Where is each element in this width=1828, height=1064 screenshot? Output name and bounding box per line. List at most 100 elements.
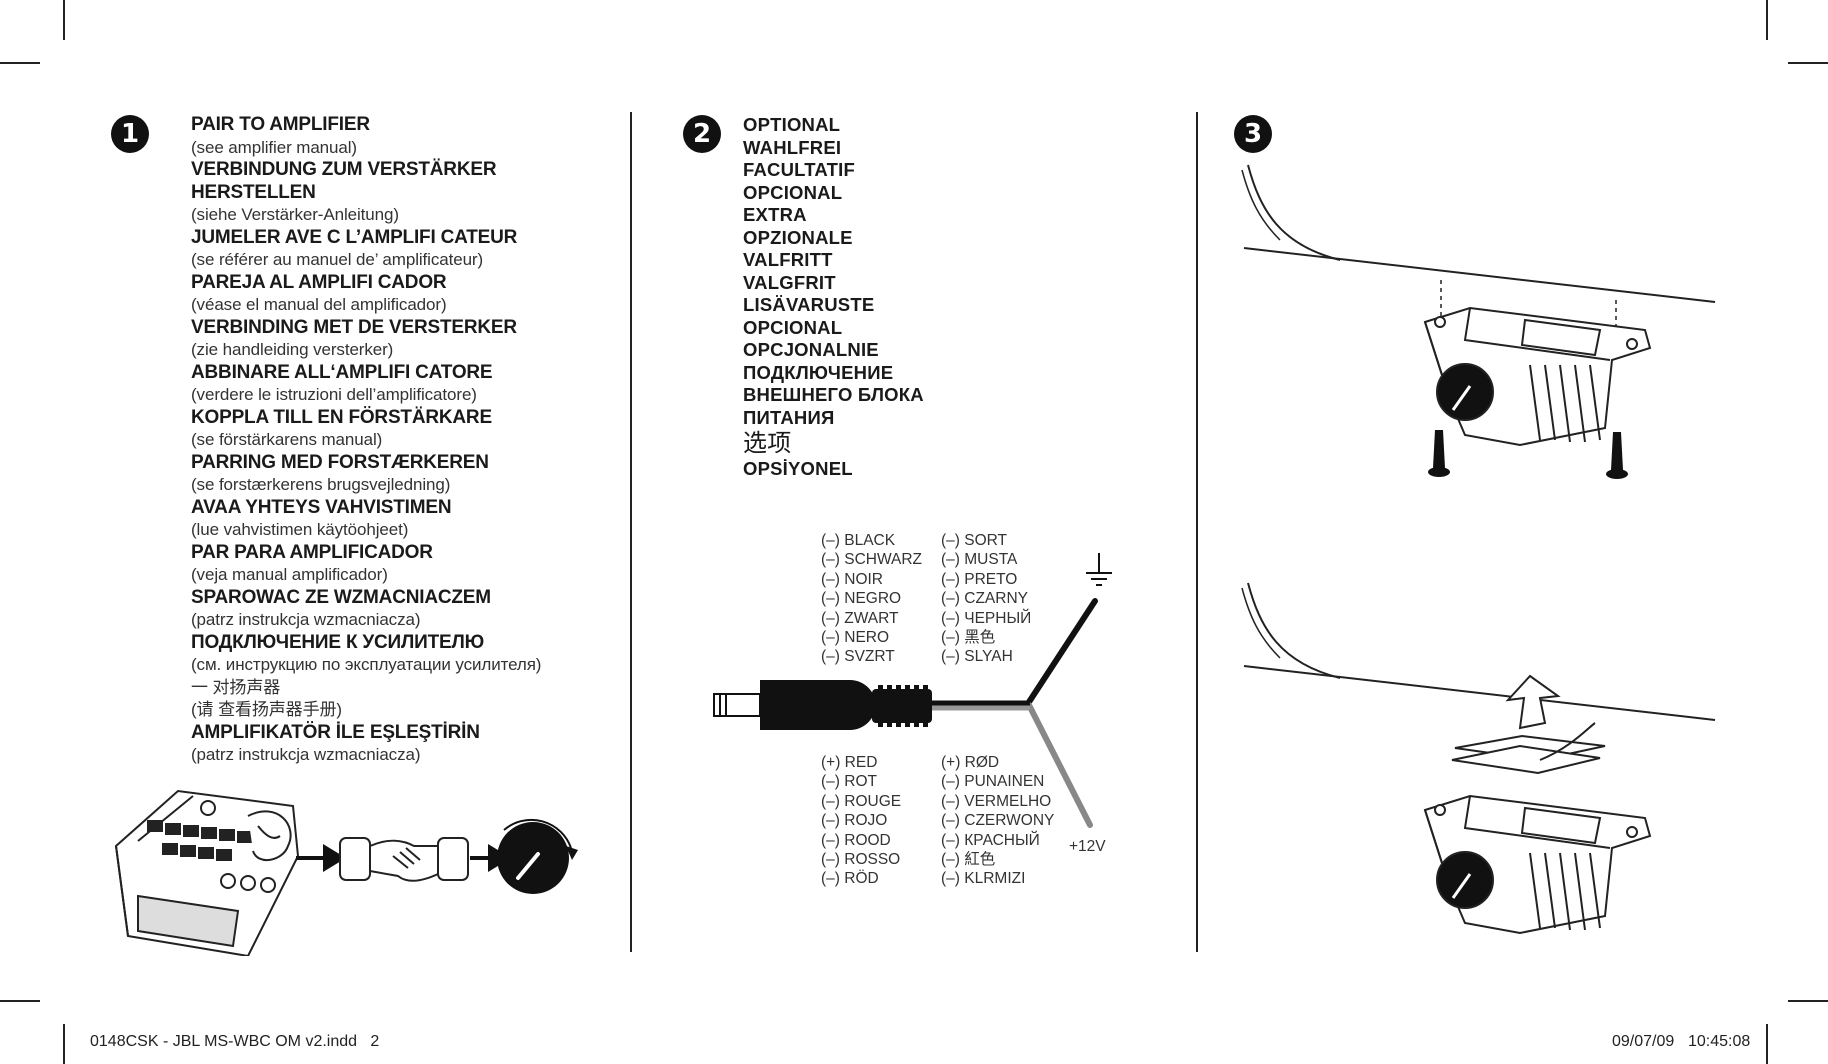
wire-color-label: (–) VERMELHO [941,792,1052,810]
ground-icon [1086,553,1112,586]
instruction-note: (se référer au manuel de’ amplificateur) [191,250,484,269]
wire-color-label: (+) RED [821,754,878,771]
instruction-note: (se förstärkarens manual) [191,430,383,449]
instruction-heading: PAR PARA AMPLIFICADOR [191,541,433,563]
wire-color-label: (–) ZWART [821,609,899,627]
step-1-badge: 1 [111,115,149,153]
instruction-note: (véase el manual del amplificador) [191,295,447,314]
instruction-heading: VERBINDING MET DE VERSTERKER [191,316,517,338]
instruction-note: (patrz instrukcja wzmacniacza) [191,610,421,629]
arrow-right-icon [296,844,346,872]
instruction-note: (zie handleiding versterker) [191,340,394,359]
instruction-heading: KOPPLA TILL EN FÖRSTÄRKARE [191,406,492,428]
wire-color-label: (–) CZARNY [941,590,1028,608]
optional-label: OPZIONALE [743,226,853,248]
wire-color-label: (–) SVZRT [821,648,895,666]
wire-color-label: (–) ROUGE [821,792,902,810]
wire-color-label: (–) NERO [821,629,890,647]
dc-plug [760,680,876,730]
wire-color-label: (–) SLYAH [941,648,1013,666]
wire-color-label: (–) ЧЕРНЫЙ [941,609,1032,627]
instruction-heading: HERSTELLEN [191,181,316,203]
instruction-note: (см. инструкцию по эксплуатации усилител… [191,655,542,674]
optional-label: EXTRA [743,204,807,225]
screw-icon [1428,430,1450,477]
instruction-note: (se forstærkerens brugsvejledning) [191,475,451,494]
optional-label: ПОДКЛЮЧЕНИЕ [743,361,894,383]
step-3-badge: 3 [1234,115,1272,153]
wire-color-label: (–) NEGRO [821,590,902,608]
wire-color-label: (–) ROT [821,773,877,791]
wire-color-label: (–) SCHWARZ [821,551,923,569]
wire-color-label: (–) RÖD [821,870,879,888]
instruction-note: (veja manual amplificador) [191,565,388,584]
instruction-note: (see amplifier manual) [191,137,357,157]
instruction-note: (lue vahvistimen käytöohjeet) [191,520,409,539]
instruction-note: (verdere le istruzioni dell’amplificator… [191,385,477,404]
optional-label: LISÄVARUSTE [743,294,875,315]
instruction-heading: PARRING MED FORSTÆRKEREN [191,451,489,473]
handshake-icon [339,837,469,882]
screw-icon [1606,432,1628,479]
adhesive-pad [1451,722,1606,775]
instruction-note: (siehe Verstärker-Anleitung) [191,205,399,224]
red-wire [1026,702,1093,828]
instruction-heading: PAIR TO AMPLIFIER [191,114,370,135]
instruction-heading: JUMELER AVE C L’AMPLIFI CATEUR [191,226,518,248]
crop-mark [0,1000,40,1002]
wire-color-label: (+) RØD [941,754,1000,771]
wire-color-label: (–) CZERWONY [941,812,1055,830]
wire-color-label: (–) BLACK [821,532,896,549]
crop-mark [0,62,40,64]
wire-color-label: (–) 黑色 [941,629,996,647]
wire-color-label: (–) PRETO [941,570,1018,588]
positive-wire-labels-left: (+) RED (–) ROT(–) ROUGE (–) ROJO(–) ROOD (… [821,753,901,889]
crop-mark [1788,62,1828,64]
footer-filename: 0148CSK - JBL MS-WBC OM v2.indd 2 [90,1033,380,1050]
instruction-note: (patrz instrukcja wzmacniacza) [191,745,421,764]
mounting-diagram-adhesive [1241,582,1716,935]
strain-relief [872,685,932,727]
remote-control-unit [1423,794,1652,935]
remote-control-unit [1423,306,1652,447]
crop-mark [1766,0,1768,40]
wire-color-label: (–) КРАСНЫЙ [941,831,1040,849]
amplifier-icon [114,789,300,956]
pair-instructions: PAIR TO AMPLIFIER(see amplifier manual) V… [191,114,611,767]
crop-mark [1766,1024,1768,1064]
optional-label: OPCIONAL [743,316,843,338]
pairing-illustration [114,789,578,956]
instruction-heading: PAREJA AL AMPLIFI CADOR [191,271,447,293]
instruction-heading: SPAROWAC ZE WZMACNIACZEM [191,586,491,608]
column-divider [1196,112,1198,952]
wire-color-label: (–) PUNAINEN [941,773,1045,791]
optional-label: OPCJONALNIE [743,339,879,360]
optional-label: WAHLFREI [743,136,842,158]
footer-time: 10:45:08 [1688,1033,1751,1050]
optional-label: VALFRITT [743,249,833,270]
wire-color-label: (–) SORT [941,532,1008,549]
mounting-diagram-screws [1241,164,1716,479]
instruction-heading: AVAA YHTEYS VAHVISTIMEN [191,496,452,518]
optional-label: ВНЕШНЕГО БЛОКА [743,384,924,405]
instruction-heading: ABBINARE ALL‘AMPLIFI CATORE [191,361,493,383]
column-divider [630,112,632,952]
optional-label: FACULTATIF [743,159,855,180]
plug-tip [713,693,761,717]
optional-label: OPCIONAL [743,181,843,203]
wire-color-label: (–) ROJO [821,812,888,830]
optional-label: ПИТАНИЯ [743,406,835,428]
instruction-note: 一 对扬声器 [191,677,281,697]
arrow-right-icon [470,844,511,872]
crop-mark [63,1024,65,1064]
step-2-badge: 2 [683,115,721,153]
optional-label: OPTIONAL [743,114,841,135]
wire-color-label: (–) ROSSO [821,851,901,869]
wire-color-label: (–) ROOD [821,831,891,849]
instruction-note: (请 查看扬声器手册) [191,700,342,719]
wire-color-label: (–) MUSTA [941,551,1018,569]
negative-wire-labels-left: (–) BLACK(–) SCHWARZ(–) NOIR(–) NEGRO(–)… [821,531,922,667]
optional-label: OPSİYONEL [743,458,853,479]
instruction-heading: ПОДКЛЮЧЕНИЕ К УСИЛИТЕЛЮ [191,631,485,653]
